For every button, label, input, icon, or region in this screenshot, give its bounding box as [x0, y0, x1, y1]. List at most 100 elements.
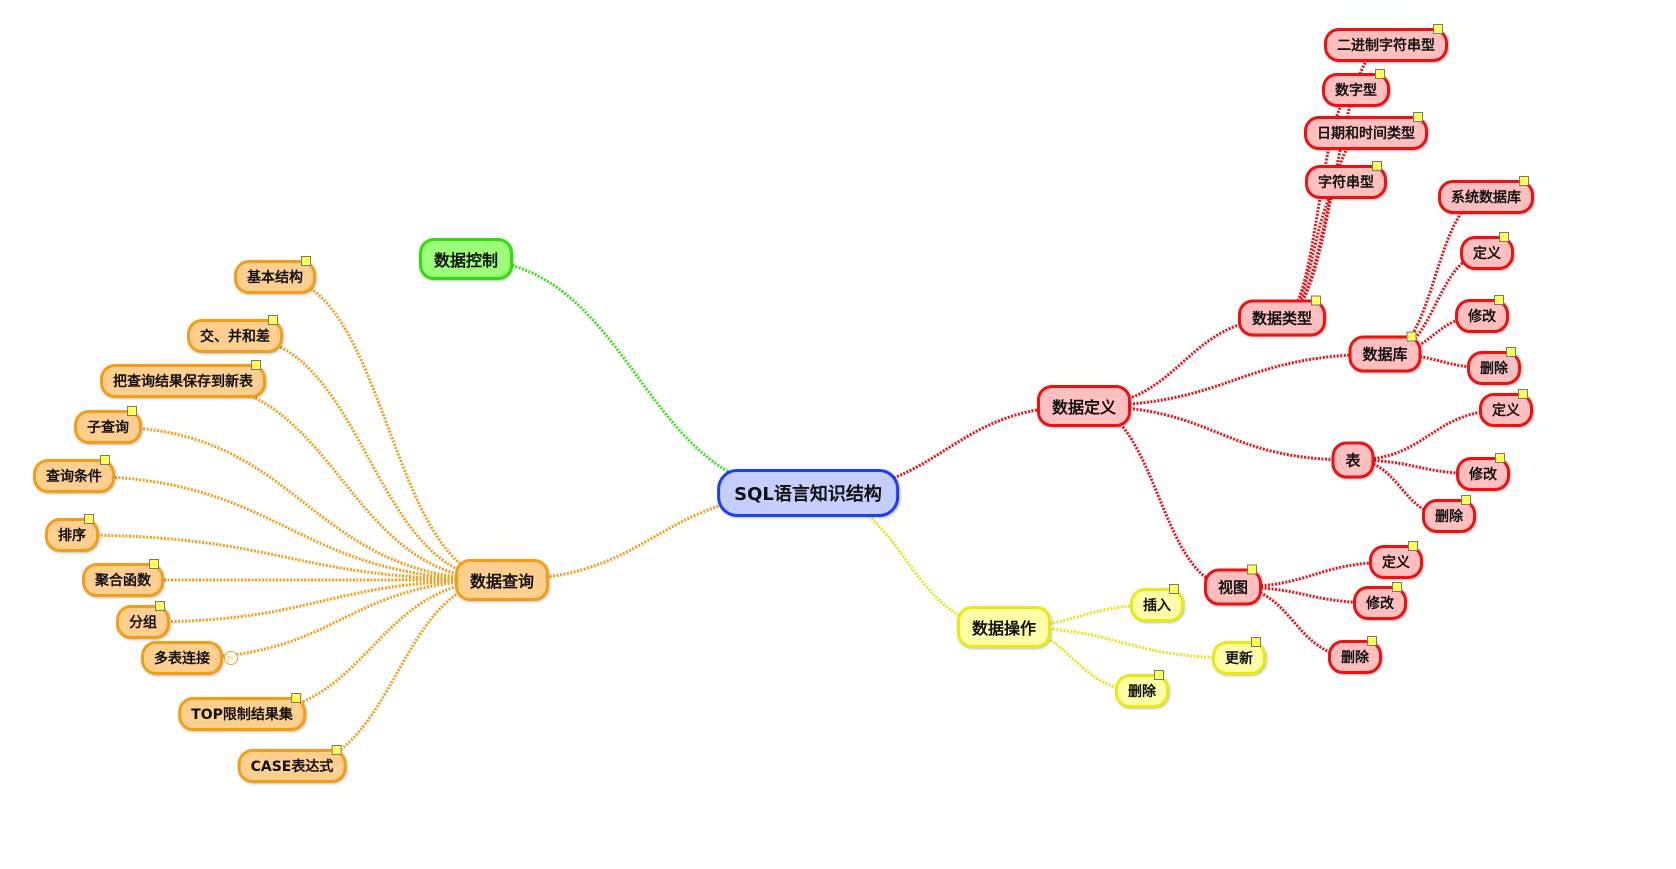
- note-icon[interactable]: [1413, 112, 1423, 122]
- node-view[interactable]: 视图: [1203, 564, 1263, 606]
- node-query-sorting[interactable]: 排序: [45, 514, 99, 552]
- note-icon[interactable]: [1499, 232, 1509, 242]
- connector-line: [807, 404, 1085, 495]
- note-icon[interactable]: [1311, 295, 1322, 306]
- node-label: 基本结构: [247, 270, 303, 286]
- note-icon[interactable]: [1495, 453, 1505, 463]
- node-table-modify[interactable]: 修改: [1456, 453, 1510, 491]
- node-label: 二进制字符串型: [1337, 38, 1435, 54]
- node-view-modify[interactable]: 修改: [1353, 582, 1407, 620]
- node-label: 删除: [1435, 509, 1463, 525]
- node-operation-delete[interactable]: 删除: [1115, 670, 1169, 708]
- node-label: 交、并和差: [200, 329, 270, 345]
- node-operation-update[interactable]: 更新: [1212, 637, 1266, 675]
- note-icon[interactable]: [155, 601, 165, 611]
- node-numeric-type[interactable]: 数字型: [1322, 69, 1390, 107]
- note-icon[interactable]: [1372, 161, 1382, 171]
- node-label: 数据查询: [469, 572, 535, 591]
- node-data-definition[interactable]: 数据定义: [1036, 385, 1132, 427]
- node-data-query[interactable]: 数据查询: [454, 559, 550, 601]
- connector-line: [291, 578, 503, 768]
- note-icon[interactable]: [301, 256, 311, 266]
- node-label: 字符串型: [1318, 175, 1374, 191]
- node-operation-insert[interactable]: 插入: [1130, 584, 1184, 622]
- note-icon[interactable]: [1433, 24, 1443, 34]
- node-query-aggregate[interactable]: 聚合函数: [82, 559, 164, 597]
- node-label: 排序: [58, 528, 86, 544]
- node-query-set-operations[interactable]: 交、并和差: [187, 315, 283, 353]
- node-table-delete[interactable]: 删除: [1422, 495, 1476, 533]
- note-icon[interactable]: [1367, 636, 1377, 646]
- note-icon[interactable]: [1506, 347, 1516, 357]
- node-query-subquery[interactable]: 子查询: [74, 406, 142, 444]
- node-data-types[interactable]: 数据类型: [1237, 295, 1327, 337]
- node-table-define[interactable]: 定义: [1479, 389, 1533, 427]
- expand-arrow-icon[interactable]: ▷: [224, 651, 238, 665]
- node-datetime-type[interactable]: 日期和时间类型: [1304, 112, 1428, 150]
- connector-line: [73, 474, 503, 582]
- node-database-define[interactable]: 定义: [1460, 232, 1514, 270]
- node-label: 分组: [129, 615, 157, 631]
- node-label: 子查询: [87, 420, 129, 436]
- note-icon[interactable]: [100, 455, 110, 465]
- node-label: 删除: [1128, 684, 1156, 700]
- note-icon[interactable]: [251, 360, 261, 370]
- root-label: SQL语言知识结构: [734, 484, 882, 505]
- node-query-basic-structure[interactable]: 基本结构: [234, 256, 316, 294]
- root-node[interactable]: SQL语言知识结构: [717, 469, 899, 517]
- connector-line: [1352, 408, 1507, 462]
- node-query-multi-table-join[interactable]: 多表连接▷: [141, 641, 238, 675]
- note-icon[interactable]: [1494, 295, 1504, 305]
- node-label: 数字型: [1335, 83, 1377, 99]
- connector-line: [107, 425, 503, 582]
- node-data-operation[interactable]: 数据操作: [956, 606, 1052, 648]
- node-data-control[interactable]: 数据控制: [418, 238, 514, 280]
- note-icon[interactable]: [1392, 582, 1402, 592]
- node-label: 插入: [1143, 598, 1171, 614]
- note-icon[interactable]: [84, 514, 94, 524]
- node-query-save-to-table[interactable]: 把查询结果保存到新表: [100, 360, 266, 398]
- connector-line: [142, 578, 503, 624]
- node-query-grouping[interactable]: 分组: [116, 601, 170, 639]
- note-icon[interactable]: [1251, 637, 1261, 647]
- note-icon[interactable]: [1375, 69, 1385, 79]
- note-icon[interactable]: [127, 406, 137, 416]
- note-icon[interactable]: [331, 745, 342, 755]
- node-system-database[interactable]: 系统数据库: [1438, 176, 1534, 214]
- node-label: 系统数据库: [1451, 190, 1521, 206]
- note-icon[interactable]: [268, 315, 278, 325]
- node-query-top-limit[interactable]: TOP限制结果集: [178, 693, 306, 731]
- note-icon[interactable]: [1518, 389, 1528, 399]
- node-table[interactable]: 表: [1331, 441, 1375, 479]
- node-view-define[interactable]: 定义: [1369, 541, 1423, 579]
- node-database-modify[interactable]: 修改: [1455, 295, 1509, 333]
- note-icon[interactable]: [1154, 670, 1164, 680]
- note-icon[interactable]: [1247, 564, 1258, 575]
- node-database[interactable]: 数据库: [1348, 331, 1422, 373]
- node-string-type[interactable]: 字符串型: [1305, 161, 1387, 199]
- connector-line: [465, 257, 809, 495]
- node-database-delete[interactable]: 删除: [1467, 347, 1521, 385]
- connector-line: [274, 275, 503, 582]
- note-icon[interactable]: [290, 693, 301, 703]
- connector-line: [181, 578, 503, 660]
- note-icon[interactable]: [1406, 331, 1417, 342]
- node-label: 更新: [1225, 651, 1253, 667]
- node-query-case-expression[interactable]: CASE表达式: [237, 745, 347, 783]
- node-label: 修改: [1468, 309, 1496, 325]
- note-icon[interactable]: [149, 559, 159, 569]
- node-label: 定义: [1382, 555, 1410, 571]
- node-label: 表: [1345, 451, 1361, 470]
- note-icon[interactable]: [1169, 584, 1179, 594]
- note-icon[interactable]: [1519, 176, 1529, 186]
- node-label: 日期和时间类型: [1317, 126, 1415, 142]
- node-query-conditions[interactable]: 查询条件: [33, 455, 115, 493]
- node-label: 数据控制: [433, 251, 499, 270]
- note-icon[interactable]: [1461, 495, 1471, 505]
- connector-line: [1281, 131, 1367, 320]
- note-icon[interactable]: [1408, 541, 1418, 551]
- node-view-delete[interactable]: 删除: [1328, 636, 1382, 674]
- node-binary-string-type[interactable]: 二进制字符串型: [1324, 24, 1448, 62]
- node-label: 定义: [1473, 246, 1501, 262]
